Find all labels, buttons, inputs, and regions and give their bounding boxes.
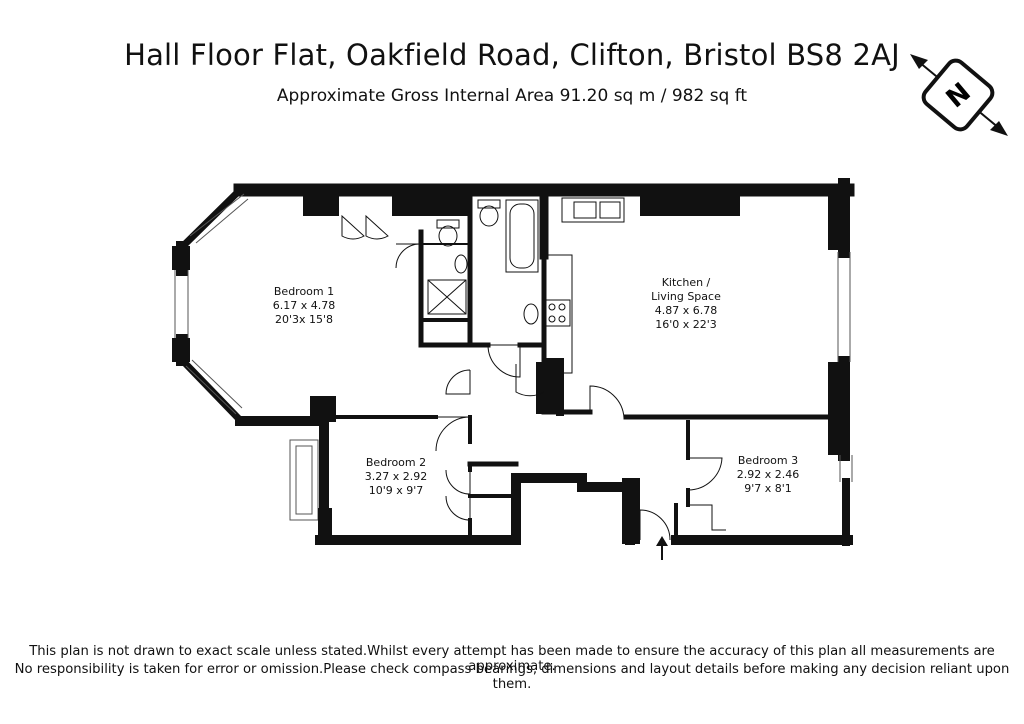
- bedroom-1-imperial: 20'3x 15'8: [275, 313, 333, 326]
- doors: [341, 214, 726, 541]
- disclaimer-line-2: No responsibility is taken for error or …: [14, 662, 1010, 692]
- bedroom-1-name: Bedroom 1: [274, 285, 334, 298]
- room-bedroom-3: Bedroom 3 2.92 x 2.46 9'7 x 8'1: [737, 454, 800, 495]
- kitchen-imperial: 16'0 x 22'3: [655, 318, 717, 331]
- plan-title: Hall Floor Flat, Oakfield Road, Clifton,…: [124, 38, 900, 72]
- kitchen-name-2: Living Space: [651, 290, 721, 303]
- compass-icon: N: [910, 54, 1008, 136]
- bedroom-3-metric: 2.92 x 2.46: [737, 468, 800, 481]
- bedroom-1-metric: 6.17 x 4.78: [273, 299, 336, 312]
- plan-subtitle: Approximate Gross Internal Area 91.20 sq…: [276, 86, 748, 106]
- kitchen-name-1: Kitchen /: [662, 276, 711, 289]
- bedroom-2-imperial: 10'9 x 9'7: [369, 484, 424, 497]
- disclaimer-line-1: This plan is not drawn to exact scale un…: [29, 644, 995, 674]
- bedroom-3-name: Bedroom 3: [738, 454, 798, 467]
- room-kitchen: Kitchen / Living Space 4.87 x 6.78 16'0 …: [651, 276, 721, 331]
- bedroom-2-name: Bedroom 2: [366, 456, 426, 469]
- room-bedroom-1: Bedroom 1 6.17 x 4.78 20'3x 15'8: [273, 285, 336, 326]
- wall-blocks: [172, 190, 850, 544]
- kitchen-metric: 4.87 x 6.78: [655, 304, 718, 317]
- bedroom-2-metric: 3.27 x 2.92: [365, 470, 428, 483]
- bathroom-fixtures: [427, 199, 539, 325]
- entrance-arrow-icon: [656, 536, 668, 560]
- room-bedroom-2: Bedroom 2 3.27 x 2.92 10'9 x 9'7: [365, 456, 428, 497]
- bedroom-3-imperial: 9'7 x 8'1: [744, 482, 792, 495]
- kitchen-fixtures: [545, 197, 625, 374]
